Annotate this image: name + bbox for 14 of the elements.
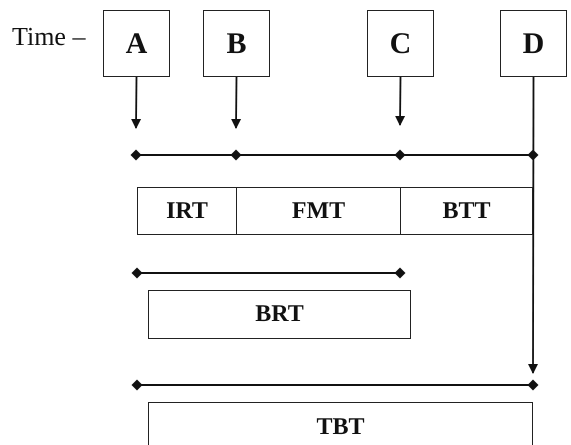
arrow — [395, 77, 406, 126]
arrow — [131, 77, 142, 129]
time-segment-box: FMT — [236, 187, 401, 235]
time-segment-box: BRT — [148, 290, 411, 339]
axis-label: Time – — [12, 22, 86, 52]
time-segment-box: BTT — [400, 187, 533, 235]
time-segment-box: IRT — [137, 187, 237, 235]
event-box: B — [203, 10, 270, 77]
event-box: C — [367, 10, 434, 77]
event-box: D — [500, 10, 567, 77]
event-box: A — [103, 10, 170, 77]
arrow — [231, 77, 242, 129]
arrow — [528, 77, 538, 374]
time-segment-box: TBT — [148, 402, 533, 445]
